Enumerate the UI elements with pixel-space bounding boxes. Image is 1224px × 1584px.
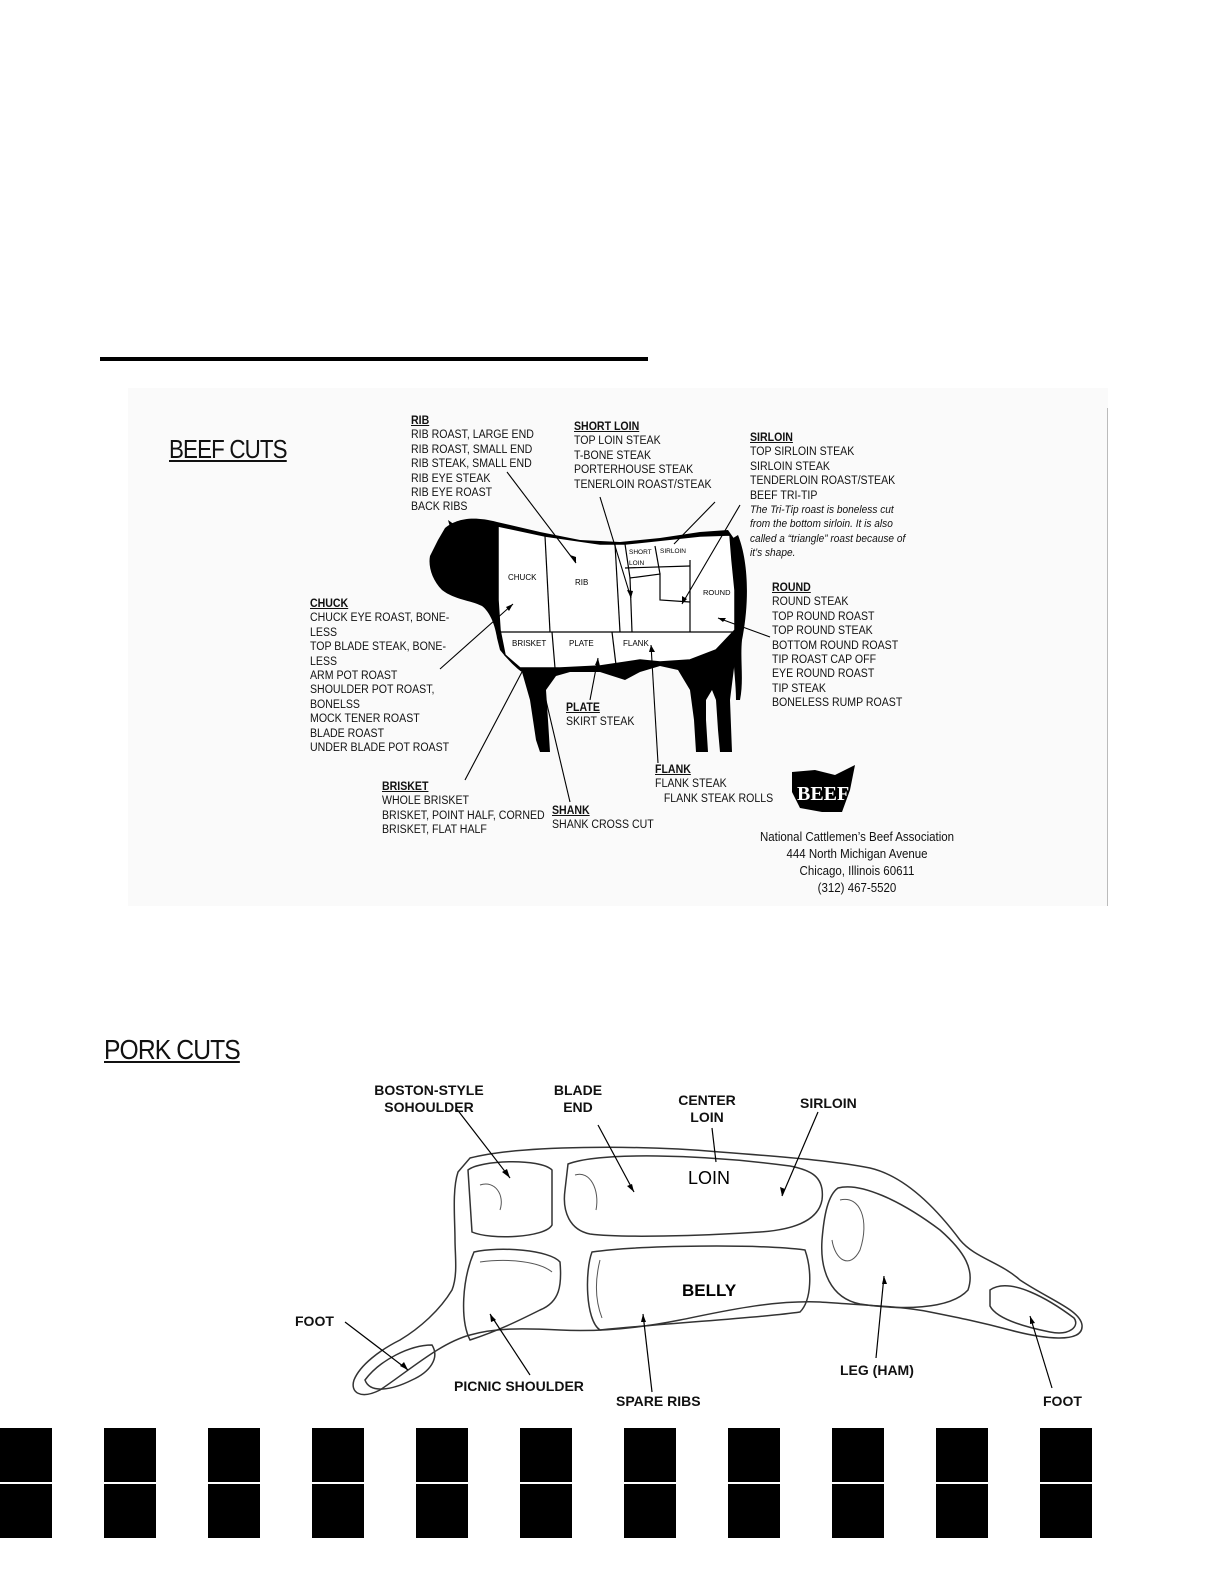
round-cuts: ROUND ROUND STEAK TOP ROUND ROAST TOP RO… [772,582,903,710]
label-sirloin: SIRLOIN [800,1095,857,1111]
region-chuck: CHUCK [508,573,537,582]
pork-leader-lines [344,1107,1053,1393]
beef-leader-lines [439,471,771,803]
rib-line: RIB STEAK, SMALL END [411,458,532,471]
rib-cuts: RIB RIB ROAST, LARGE END RIB ROAST, SMAL… [411,414,534,515]
belly-region-label: BELLY [682,1281,737,1300]
shank-cuts: SHANK SHANK CROSS CUT [552,805,654,832]
region-round: ROUND [703,588,731,597]
label-leg-ham: LEG (HAM) [840,1362,914,1378]
rib-line: RIB ROAST, LARGE END [411,429,534,442]
region-short: SHORT [629,549,652,556]
sirloin-heading: SIRLOIN [750,432,793,444]
tri-tip-note: The Tri-Tip roast is boneless cut [750,504,894,517]
association-address: National Cattlemen’s Beef Association 44… [759,830,955,895]
cow-silhouette [429,518,747,752]
rib-line: RIB EYE ROAST [411,487,493,500]
horizontal-rule [100,357,648,361]
svg-text:BEEF: BEEF [797,783,849,805]
label-back-foot: FOOT [1043,1393,1082,1409]
region-loin: LOIN [629,560,644,567]
region-brisket: BRISKET [512,639,546,648]
rib-line: BACK RIBS [411,501,468,514]
short-loin-heading: SHORT LOIN [574,421,640,433]
label-picnic-shoulder: PICNIC SHOULDER [454,1378,584,1394]
beef-cuts-title: BEEF CUTS [169,434,288,464]
chuck-cuts: CHUCK CHUCK EYE ROAST, BONE- LESS TOP BL… [310,598,450,755]
round-heading: ROUND [772,582,811,594]
rib-heading: RIB [411,415,430,427]
pig-outline [352,1146,1083,1396]
checkerboard-border [0,1428,1092,1538]
label-front-foot: FOOT [295,1313,334,1329]
shank-heading: SHANK [552,805,590,817]
chuck-heading: CHUCK [310,598,349,610]
beef-logo: BEEF [792,765,855,812]
pork-cuts-title: PORK CUTS [104,1034,241,1065]
plate-heading: PLATE [566,702,600,714]
brisket-cuts: BRISKET WHOLE BRISKET BRISKET, POINT HAL… [382,781,545,837]
rib-line: RIB EYE STEAK [411,472,491,485]
flank-heading: FLANK [655,764,691,776]
label-spare-ribs: SPARE RIBS [616,1393,701,1409]
sirloin-cuts: SIRLOIN TOP SIRLOIN STEAK SIRLOIN STEAK … [750,432,906,560]
region-sirloin: SIRLOIN [660,548,686,555]
region-flank: FLANK [623,639,649,648]
region-rib: RIB [575,578,588,587]
brisket-heading: BRISKET [382,781,429,793]
plate-cuts: PLATE SKIRT STEAK [566,702,635,729]
rib-line: RIB ROAST, SMALL END [411,443,533,456]
loin-region-label: LOIN [688,1168,730,1188]
short-loin-cuts: SHORT LOIN TOP LOIN STEAK T-BONE STEAK P… [574,421,712,491]
region-plate: PLATE [569,639,594,648]
flank-cuts: FLANK FLANK STEAK FLANK STEAK ROLLS [655,764,774,805]
